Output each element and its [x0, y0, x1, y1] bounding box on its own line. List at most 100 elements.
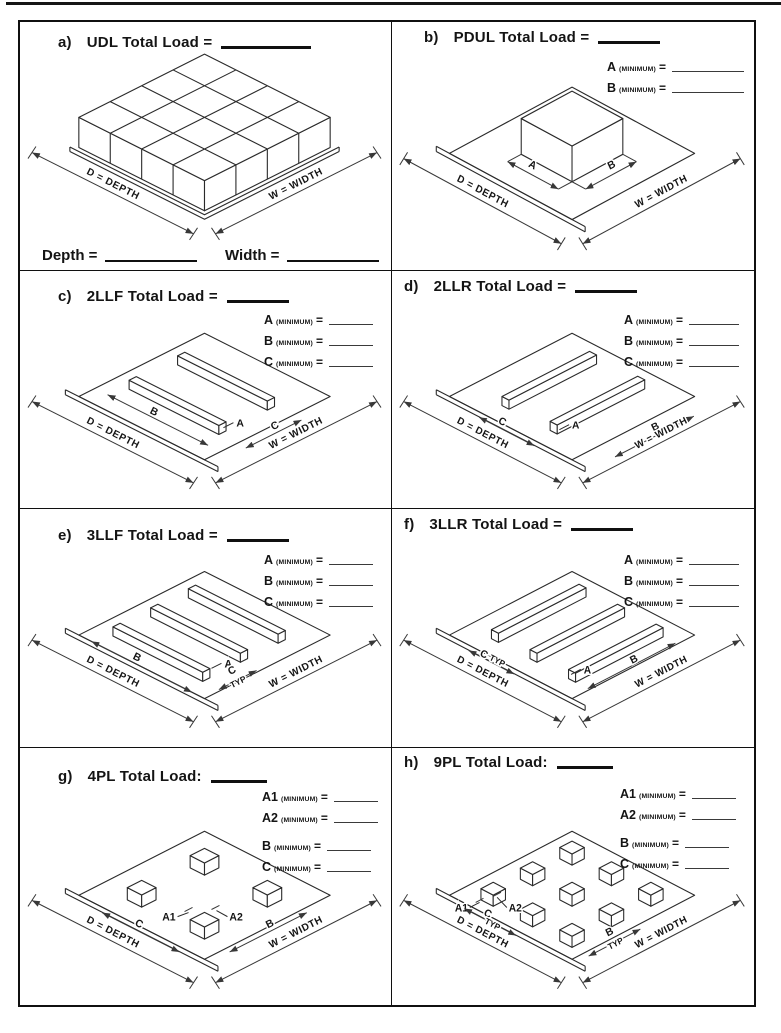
field-letter: B: [624, 574, 634, 588]
panel-g-title-blank: [210, 766, 267, 783]
minimum-label: (MINIMUM): [276, 361, 313, 368]
field-a-minimum: A(MINIMUM)=: [624, 311, 739, 332]
field-a1-minimum: A1(MINIMUM)=: [620, 785, 736, 806]
minimum-label: (MINIMUM): [636, 580, 673, 587]
equals-sign: =: [675, 574, 683, 588]
field-letter: A: [264, 553, 274, 567]
panel-e-title-blank: [226, 525, 289, 542]
panel-c-fields: A(MINIMUM)= B(MINIMUM)= C(MINIMUM)=: [264, 311, 373, 374]
minimum-label: (MINIMUM): [638, 814, 676, 821]
panel-g-header: g)4PL Total Load:: [58, 764, 267, 785]
panel-b: b)PDUL Total Load = A(MINIMUM)= B(MINIMU…: [392, 22, 754, 271]
blank-line: [688, 335, 739, 346]
field-letter: A: [264, 313, 274, 327]
equals-sign: =: [315, 595, 323, 609]
panel-d-prefix: d): [404, 278, 419, 295]
field-c-minimum: C(MINIMUM)=: [620, 855, 736, 876]
equals-sign: =: [675, 313, 683, 327]
panel-b-title: PDUL Total Load =: [453, 29, 590, 46]
field-b-minimum: B(MINIMUM)=: [264, 572, 373, 593]
panel-f-title: 3LLR Total Load =: [429, 516, 563, 533]
minimum-label: (MINIMUM): [632, 842, 669, 849]
panel-a-depth-field: Depth =: [42, 244, 198, 264]
field-letter: B: [607, 81, 617, 95]
panel-g-title: 4PL Total Load:: [87, 768, 202, 785]
field-a-minimum: A(MINIMUM)=: [264, 551, 373, 572]
blank-line: [671, 82, 744, 93]
field-c-minimum: C(MINIMUM)=: [624, 593, 739, 614]
blank-line: [684, 858, 729, 869]
blank-line: [328, 314, 373, 325]
field-b-minimum: B(MINIMUM)=: [624, 332, 739, 353]
panel-c-prefix: c): [58, 288, 72, 305]
width-field-blank: [287, 246, 380, 262]
blank-line: [333, 791, 378, 802]
equals-sign: =: [675, 334, 683, 348]
equals-sign: =: [315, 313, 323, 327]
blank-line: [688, 554, 739, 565]
blank-line: [691, 788, 736, 799]
dim-a-label: A: [236, 418, 244, 430]
panel-d-fields: A(MINIMUM)= B(MINIMUM)= C(MINIMUM)=: [624, 311, 739, 374]
blank-line: [326, 840, 371, 851]
minimum-label: (MINIMUM): [280, 817, 318, 824]
panel-f-title-blank: [571, 514, 634, 531]
panel-b-prefix: b): [424, 29, 439, 46]
panel-h-fields: A1(MINIMUM)= A2(MINIMUM)= B(MINIMUM)= C(…: [620, 785, 736, 876]
field-c-minimum: C(MINIMUM)=: [264, 593, 373, 614]
panel-b-header: b) PDUL Total Load =: [424, 25, 661, 46]
field-b-minimum: B(MINIMUM)=: [620, 834, 736, 855]
panel-d: d)2LLR Total Load = A(MINIMUM)= B(MINIMU…: [392, 271, 754, 509]
field-b-minimum: B(MINIMUM)=: [264, 332, 373, 353]
blank-line: [691, 809, 736, 820]
equals-sign: =: [315, 355, 323, 369]
minimum-label: (MINIMUM): [276, 580, 313, 587]
field-b-minimum: B(MINIMUM)=: [262, 837, 378, 858]
panel-c-header: c)2LLF Total Load =: [58, 284, 289, 305]
field-c-minimum: C(MINIMUM)=: [264, 353, 373, 374]
blank-line: [688, 356, 739, 367]
field-letter: C: [624, 595, 634, 609]
panel-h-prefix: h): [404, 754, 419, 771]
panel-h: h)9PL Total Load: A1(MINIMUM)= A2(MINIMU…: [392, 748, 754, 1005]
panel-d-title: 2LLR Total Load =: [433, 278, 567, 295]
field-letter: C: [262, 860, 272, 874]
scan-artifact-line: [6, 2, 781, 5]
field-letter: B: [264, 334, 274, 348]
field-b-minimum: B(MINIMUM)=: [607, 79, 744, 100]
field-a2-minimum: A2(MINIMUM)=: [620, 806, 736, 827]
panel-f-diagram: A C TYP B D = DEPTH: [399, 570, 745, 729]
blank-line: [671, 61, 744, 72]
blank-line: [688, 575, 739, 586]
minimum-label: (MINIMUM): [632, 863, 669, 870]
equals-sign: =: [320, 790, 328, 804]
panel-d-header: d) 2LLR Total Load =: [404, 274, 638, 295]
equals-sign: =: [671, 836, 679, 850]
panel-h-title-blank: [556, 752, 613, 769]
equals-sign: =: [678, 787, 686, 801]
panel-grid: a)UDL Total Load =: [18, 20, 756, 1007]
panel-b-title-blank: [598, 27, 661, 44]
minimum-label: (MINIMUM): [274, 866, 311, 873]
dim-a-label: A: [584, 665, 592, 676]
field-letter: A: [624, 313, 634, 327]
field-letter: C: [620, 857, 630, 871]
minimum-label: (MINIMUM): [276, 559, 313, 566]
equals-sign: =: [315, 334, 323, 348]
minimum-label: (MINIMUM): [636, 340, 673, 347]
field-b-minimum: B(MINIMUM)=: [624, 572, 739, 593]
blank-line: [328, 335, 373, 346]
equals-sign: =: [675, 355, 683, 369]
blank-line: [688, 314, 739, 325]
panel-g-diagram: A1 A2 C B D = DEPTH: [27, 830, 382, 990]
panel-b-diagram: A B D = DEPTH W = WIDTH: [399, 86, 745, 251]
minimum-label: (MINIMUM): [636, 559, 673, 566]
field-letter: B: [262, 839, 272, 853]
depth-field-blank: [105, 246, 198, 262]
minimum-label: (MINIMUM): [638, 793, 676, 800]
blank-line: [328, 554, 373, 565]
field-letter: A1: [262, 790, 278, 804]
equals-sign: =: [315, 574, 323, 588]
panel-e-header: e)3LLF Total Load =: [58, 523, 289, 544]
equals-sign: =: [320, 811, 328, 825]
